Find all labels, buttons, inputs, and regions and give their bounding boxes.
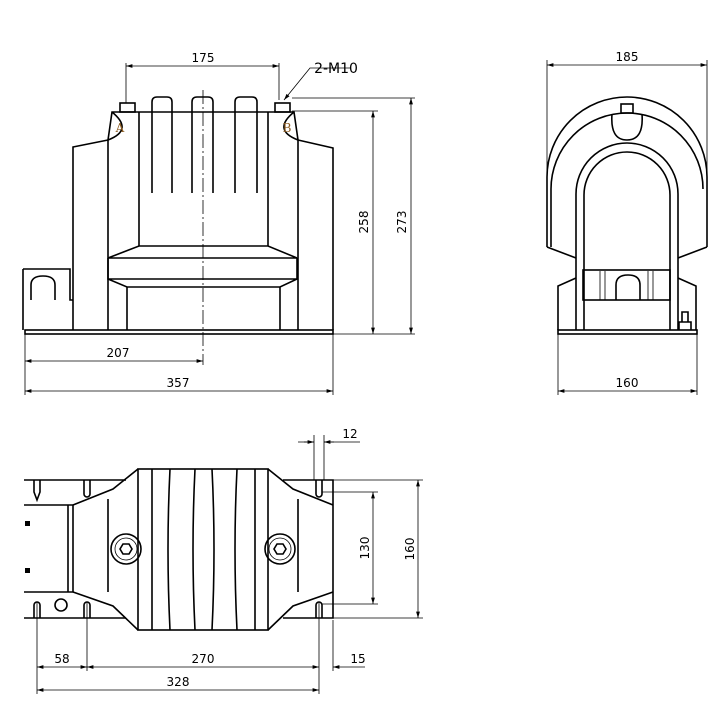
extension-lines xyxy=(557,334,698,395)
core-body xyxy=(137,468,269,631)
plan-view: 12 130 160 58 270 15 328 xyxy=(24,427,423,694)
terminal-nut xyxy=(620,103,634,114)
extension-lines xyxy=(24,334,334,395)
mounting-slots xyxy=(33,480,323,618)
dim-258: 258 xyxy=(357,211,371,234)
right-transition xyxy=(267,468,334,631)
dim-58: 58 xyxy=(54,652,69,666)
base-plate xyxy=(557,329,698,335)
terminal-a-nut xyxy=(119,102,136,113)
hex-bolt-left xyxy=(110,533,142,565)
fins xyxy=(151,468,256,631)
feet xyxy=(557,277,697,330)
left-transition xyxy=(72,468,139,631)
horn-left xyxy=(107,111,139,141)
callout-2-m10: 2-M10 xyxy=(314,61,358,77)
ground-bolt xyxy=(678,311,692,330)
dim-15: 15 xyxy=(350,652,365,666)
screw-icon xyxy=(25,568,30,573)
secondary-box xyxy=(582,269,671,301)
u-frame-inner xyxy=(583,151,671,330)
dim-12: 12 xyxy=(342,427,357,441)
terminal-bulb xyxy=(610,113,644,141)
terminal-a-label: A xyxy=(115,121,125,135)
dim-185: 185 xyxy=(616,50,639,64)
base-plate xyxy=(24,329,334,335)
dim-273: 273 xyxy=(395,211,409,234)
dim-357: 357 xyxy=(167,376,190,390)
extension-lines xyxy=(322,479,423,619)
secondary-box xyxy=(24,504,74,593)
ground-nut xyxy=(54,598,68,612)
front-view: A B 175 2-M10 258 273 207 357 xyxy=(22,51,415,395)
extension-lines xyxy=(125,63,280,103)
hex-bolt-right xyxy=(264,533,296,565)
terminal-b-nut xyxy=(274,102,291,113)
outer-body xyxy=(72,139,334,330)
dim-160: 160 xyxy=(616,376,639,390)
secondary-terminals xyxy=(599,271,654,300)
dim-270: 270 xyxy=(192,652,215,666)
dim-175: 175 xyxy=(192,51,215,65)
core-body xyxy=(138,111,269,246)
outer-arc xyxy=(546,96,708,247)
insulator-fins xyxy=(151,96,258,193)
extension-lines xyxy=(298,435,360,480)
extension-lines xyxy=(292,97,415,335)
secondary-arch xyxy=(30,275,56,300)
extension-lines xyxy=(36,602,334,694)
extension-lines xyxy=(546,60,708,247)
inner-arc xyxy=(550,112,704,247)
flange-outline xyxy=(24,479,334,619)
inner-columns xyxy=(107,140,299,330)
u-frame-outer xyxy=(575,142,679,330)
dim-328: 328 xyxy=(167,675,190,689)
secondary-arch xyxy=(615,274,641,300)
screw-icon xyxy=(25,521,30,526)
dim-207: 207 xyxy=(107,346,130,360)
terminal-b-label: B xyxy=(283,121,292,135)
callout-leader xyxy=(283,67,350,101)
dim-160: 160 xyxy=(403,538,417,561)
secondary-box xyxy=(22,268,73,330)
mid-band xyxy=(107,245,298,330)
dim-130: 130 xyxy=(358,537,372,560)
shoulders xyxy=(546,246,708,259)
side-view: 185 160 xyxy=(546,50,708,395)
